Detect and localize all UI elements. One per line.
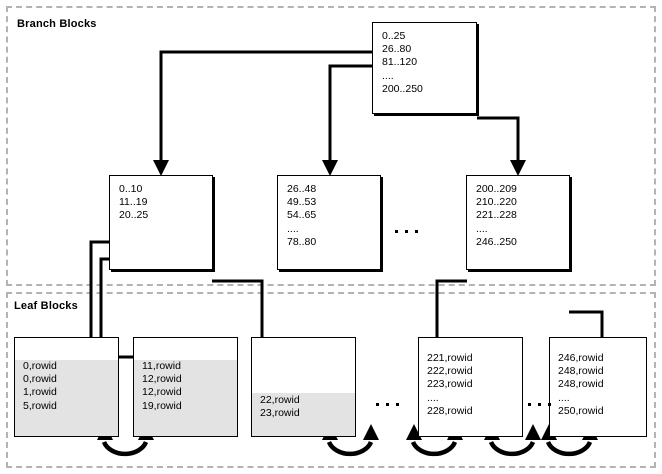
branch-entry: 210..220 <box>476 196 517 209</box>
root-entry: 26..80 <box>382 43 412 56</box>
edge-left-branch-to-leaf-3 <box>212 279 264 344</box>
branch-block-left[interactable]: 0..10 11..19 20..25 <box>109 175 213 270</box>
root-block-entries: 0..25 26..80 81..120 .... 200..250 <box>382 30 472 96</box>
leaf-block-5[interactable]: 246,rowid 248,rowid 248,rowid .... 250,r… <box>549 337 647 437</box>
leaf-entry: 0,rowid <box>23 360 57 372</box>
leaf-entry: 248,rowid <box>558 365 604 378</box>
leaf-3-fill <box>252 393 355 436</box>
branch-entry-ellipsis: .... <box>476 222 488 235</box>
leaf-entry: 0,rowid <box>23 373 57 386</box>
leaf-2-entries: 11,rowid 12,rowid 12,rowid 19,rowid <box>142 360 234 413</box>
branch-entry: 246..250 <box>476 235 517 248</box>
leaf-entry-ellipsis: .... <box>558 391 570 404</box>
leaf-entry: 12,rowid <box>142 386 182 399</box>
leaf-entry: 246,rowid <box>558 352 604 364</box>
branch-entry: 54..65 <box>287 209 317 222</box>
arrowhead-middle-branch <box>322 160 338 176</box>
edge-root-to-middle-branch <box>328 64 372 162</box>
branch-ellipsis-dots <box>395 230 418 233</box>
branch-entry: 26..48 <box>287 183 317 195</box>
leaf-entry: 222,rowid <box>427 365 473 378</box>
root-entry-ellipsis: .... <box>382 69 394 82</box>
root-entry: 200..250 <box>382 82 423 95</box>
root-entry: 0..25 <box>382 30 406 42</box>
branch-entry-ellipsis: .... <box>287 222 299 235</box>
leaf-1-entries: 0,rowid 0,rowid 1,rowid 5,rowid <box>23 360 115 413</box>
arrowhead-right-branch <box>510 160 526 176</box>
root-block[interactable]: 0..25 26..80 81..120 .... 200..250 <box>372 22 477 114</box>
leaf-entry: 11,rowid <box>142 360 181 372</box>
leaf-block-4[interactable]: 221,rowid 222,rowid 223,rowid .... 228,r… <box>418 337 523 437</box>
arrowhead-left-branch <box>153 160 169 176</box>
leaf-entry: 23,rowid <box>260 407 300 420</box>
branch-right-entries: 200..209 210..220 221..228 .... 246..250 <box>476 183 565 249</box>
edge-right-branch-to-leaf-5 <box>569 310 604 344</box>
leaf-entry: 248,rowid <box>558 378 604 391</box>
leaf-1-fill <box>15 360 118 436</box>
branch-entry: 20..25 <box>119 209 149 222</box>
branch-block-middle[interactable]: 26..48 49..53 54..65 .... 78..80 <box>277 175 381 270</box>
branch-left-entries: 0..10 11..19 20..25 <box>119 183 208 223</box>
leaf-entry: 1,rowid <box>23 386 57 399</box>
leaf-4-entries: 221,rowid 222,rowid 223,rowid .... 228,r… <box>427 352 519 418</box>
leaf-blocks-label: Leaf Blocks <box>14 300 78 312</box>
leaf-entry: 5,rowid <box>23 399 57 412</box>
leaf-3-entries: 22,rowid 23,rowid <box>260 394 352 420</box>
leaf-entry: 19,rowid <box>142 399 182 412</box>
leaf-ellipsis-dots-right <box>528 403 551 406</box>
branch-middle-entries: 26..48 49..53 54..65 .... 78..80 <box>287 183 376 249</box>
leaf-entry: 221,rowid <box>427 352 473 364</box>
leaf-2-fill <box>134 360 237 436</box>
branch-entry: 200..209 <box>476 183 517 195</box>
leaf-block-3[interactable]: 22,rowid 23,rowid <box>251 337 356 437</box>
branch-entry: 78..80 <box>287 235 317 248</box>
leaf-block-2[interactable]: 11,rowid 12,rowid 12,rowid 19,rowid <box>133 337 238 437</box>
leaf-entry: 223,rowid <box>427 378 473 391</box>
edge-root-to-right-branch <box>477 116 520 162</box>
branch-block-right[interactable]: 200..209 210..220 221..228 .... 246..250 <box>466 175 570 270</box>
root-entry: 81..120 <box>382 56 418 69</box>
leaf-ellipsis-dots-left <box>376 403 399 406</box>
branch-entry: 221..228 <box>476 209 517 222</box>
branch-entry: 49..53 <box>287 196 317 209</box>
leaf-entry: 12,rowid <box>142 373 182 386</box>
leaf-5-entries: 246,rowid 248,rowid 248,rowid .... 250,r… <box>558 352 643 418</box>
leaf-entry: 250,rowid <box>558 404 604 417</box>
edge-root-to-left-branch <box>159 50 372 162</box>
edge-right-branch-to-leaf-4 <box>435 279 467 344</box>
leaf-entry-ellipsis: .... <box>427 391 439 404</box>
edge-left-branch-to-leaf-1 <box>89 240 110 344</box>
leaf-entry: 22,rowid <box>260 394 300 406</box>
leaf-entry: 228,rowid <box>427 404 473 417</box>
branch-entry: 0..10 <box>119 183 143 195</box>
leaf-block-1[interactable]: 0,rowid 0,rowid 1,rowid 5,rowid <box>14 337 119 437</box>
branch-entry: 11..19 <box>119 196 148 209</box>
branch-blocks-label: Branch Blocks <box>17 18 97 30</box>
